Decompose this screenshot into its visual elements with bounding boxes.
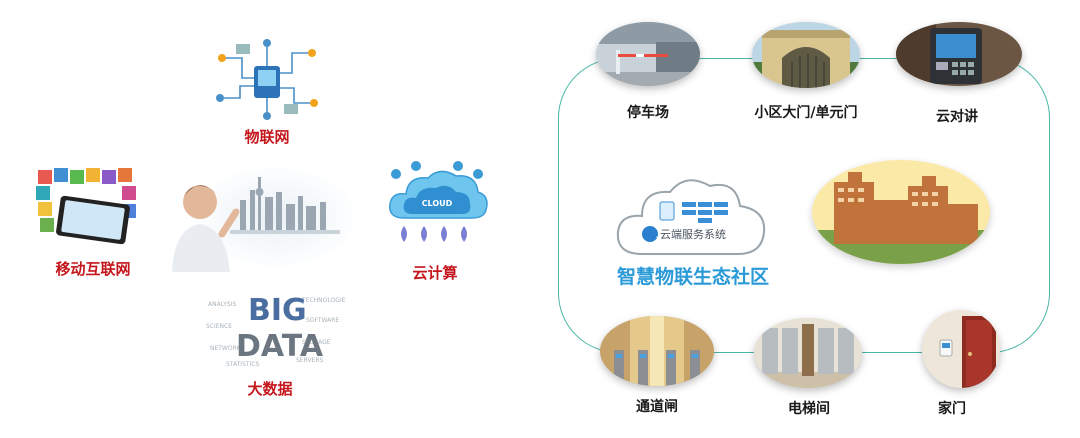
iot-circuit-icon (212, 38, 322, 120)
bigdata-data-text: DATA (236, 329, 324, 364)
node-label-community-gate: 小区大门/单元门 (754, 105, 858, 121)
ecosystem-title: 智慧物联生态社区 (617, 266, 770, 288)
mobile-internet-label: 移动互联网 (55, 260, 131, 278)
businessman-city-icon (170, 162, 355, 272)
node-label-turnstile: 通道闸 (636, 399, 678, 415)
elevator-hall-icon (754, 318, 862, 388)
svg-text:ANALYSIS: ANALYSIS (208, 301, 236, 308)
bigdata-wordcloud-icon: ANALYSIS TECHNOLOGIES SCIENCE SOFTWARE NET… (206, 286, 349, 370)
svg-text:G: G (656, 235, 659, 239)
svg-text:STATISTICS: STATISTICS (226, 361, 260, 368)
tablet-apps-icon (36, 166, 138, 246)
node-label-parking: 停车场 (627, 105, 669, 121)
iot-label: 物联网 (244, 128, 290, 146)
svg-text:SOFTWARE: SOFTWARE (306, 317, 339, 324)
node-label-elevator: 电梯间 (788, 401, 830, 417)
node-label-intercom: 云对讲 (936, 109, 978, 125)
turnstile-icon (600, 316, 714, 386)
cloud-computing-label: 云计算 (412, 264, 458, 282)
svg-text:TECHNOLOGIES: TECHNOLOGIES (301, 297, 346, 304)
cloud-service-icon: G (612, 170, 772, 262)
node-label-home-door: 家门 (938, 401, 966, 417)
svg-text:NETWORK: NETWORK (210, 345, 242, 352)
parking-gate-icon (596, 22, 700, 86)
cloud-service-label: 云端服务系统 (660, 228, 726, 241)
residential-buildings-icon (812, 160, 990, 264)
svg-text:SCIENCE: SCIENCE (206, 323, 232, 330)
cloud-icon: CLOUD (382, 160, 492, 250)
bigdata-label: 大数据 (247, 380, 293, 398)
svg-text:SERVERS: SERVERS (296, 357, 324, 364)
cloud-badge-text: CLOUD (422, 199, 453, 208)
bigdata-big-text: BIG (248, 293, 307, 328)
intercom-icon (896, 22, 1022, 86)
community-gate-icon (752, 22, 860, 88)
home-door-icon (922, 310, 1000, 388)
svg-text:STORAGE: STORAGE (302, 339, 331, 346)
